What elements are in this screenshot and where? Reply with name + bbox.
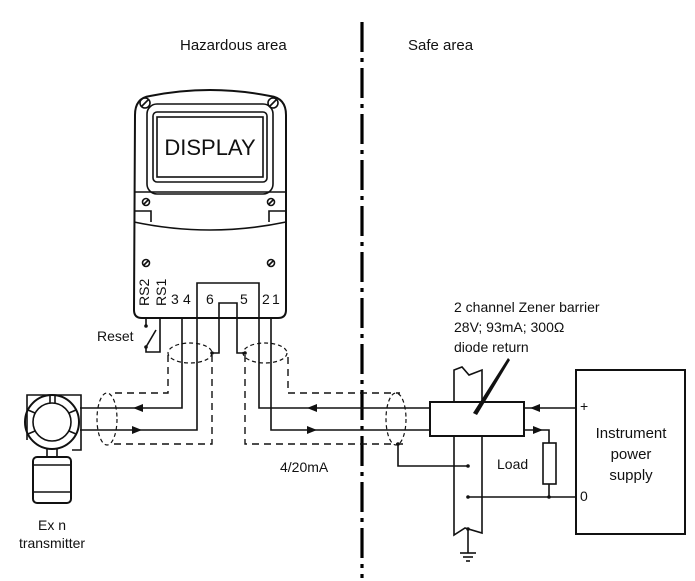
arrow-right-icon [533, 426, 543, 434]
zener-barrier-label-line2: 28V; 93mA; 300Ω [454, 319, 564, 335]
shield-dash-line [112, 355, 213, 445]
terminal-6-5-link [218, 302, 238, 318]
hinge-tab-right [268, 210, 286, 222]
transmitter-icon [24, 394, 82, 504]
arrow-left-icon [133, 404, 143, 412]
power-supply-label-line2: power [611, 446, 652, 463]
load-resistor [542, 442, 557, 485]
terminal-5-label: 5 [240, 291, 248, 307]
load-label: Load [497, 456, 528, 472]
power-supply-label-line3: supply [609, 467, 653, 484]
display-housing [132, 89, 287, 319]
din-rail-top [453, 366, 483, 402]
zener-barrier-label-line1: 2 channel Zener barrier [454, 299, 600, 315]
reset-label: Reset [97, 328, 134, 344]
power-supply-box [575, 369, 686, 535]
cover-edge [133, 221, 287, 231]
wire-terminal-3 [80, 318, 183, 409]
arrow-left-icon [307, 404, 317, 412]
shield-dash-line [244, 355, 406, 445]
screw-icon [266, 258, 276, 268]
arrow-left-icon [530, 404, 540, 412]
wire-terminal-4 [80, 318, 198, 431]
cable-shield-ellipse [96, 392, 118, 446]
display-screen-label: DISPLAY [164, 135, 256, 160]
screw-icon [266, 197, 276, 207]
hinge-tab-left [134, 210, 152, 222]
zener-barrier-label-line3: diode return [454, 339, 529, 355]
zener-barrier-block [429, 358, 525, 537]
screw-icon [267, 97, 279, 109]
safe-area-label: Safe area [408, 37, 474, 54]
wire-terminal-5 [236, 318, 245, 354]
display-unit: DISPLAY RS2 RS1 3 4 6 5 [132, 89, 287, 319]
cable-shield-ellipse [385, 392, 407, 446]
screw-icon [141, 197, 151, 207]
terminal-3-label: 3 [171, 291, 179, 307]
din-rail-bottom [453, 436, 483, 537]
wire-terminal-1 [270, 318, 430, 431]
shield-drain-wire [397, 444, 468, 467]
cable-shield-ellipse [242, 342, 288, 364]
leader-line [473, 358, 510, 415]
terminal-6-label: 6 [206, 291, 214, 307]
supply-plus-terminal: + [580, 398, 588, 414]
arrow-right-icon [132, 426, 142, 434]
transmitter-label-line2: transmitter [19, 535, 85, 551]
ground-icon [460, 527, 476, 562]
display-screen [156, 116, 264, 178]
terminal-1-label: 1 [272, 291, 280, 307]
terminal-rs2-label: RS2 [136, 279, 152, 306]
arrow-right-icon [307, 426, 317, 434]
display-frame [152, 111, 268, 183]
wire-terminal-2 [258, 318, 430, 409]
screw-icon [139, 97, 151, 109]
shield-dash-line [112, 355, 169, 394]
terminal-2-label: 2 [262, 291, 270, 307]
terminal-4-label: 4 [183, 291, 191, 307]
screw-icon [141, 258, 151, 268]
power-supply-label-line1: Instrument [596, 425, 668, 442]
wire-to-load [524, 429, 550, 443]
terminal-rs1-label: RS1 [153, 279, 169, 306]
barrier-box [429, 401, 525, 437]
transmitter-label-line1: Ex n [38, 517, 66, 533]
loop-signal-label: 4/20mA [280, 459, 329, 475]
display-bezel [146, 103, 274, 195]
hazardous-area-label: Hazardous area [180, 37, 287, 54]
cable-shield-ellipse [167, 342, 213, 364]
supply-zero-terminal: 0 [580, 488, 588, 504]
terminal-block [196, 282, 260, 319]
wire-terminal-6 [212, 318, 220, 354]
shield-dash-line [287, 357, 400, 394]
reset-switch [144, 318, 161, 353]
